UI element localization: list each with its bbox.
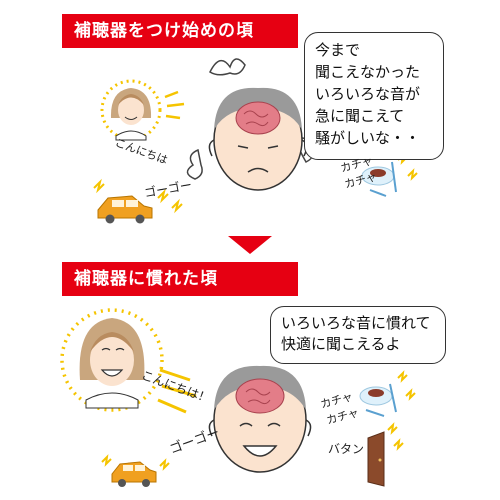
dish-icon-top xyxy=(361,161,397,197)
speech-line: 快適に聞こえるよ xyxy=(281,335,401,353)
car-icon-top xyxy=(97,195,153,224)
speech-line: 騒がしいな・・ xyxy=(315,129,421,147)
woman-icon-top xyxy=(100,79,162,141)
panel-before-title: 補聴器をつけ始めの頃 xyxy=(62,14,298,48)
man-icon-top xyxy=(186,58,314,191)
voice-lines-top xyxy=(164,90,185,120)
door-icon xyxy=(367,431,385,487)
speech-bubble-before: 今まで 聞こえなかった いろいろな音が 急に聞こえて 騒がしいな・・ xyxy=(304,32,444,160)
speech-line: 急に聞こえて xyxy=(315,107,405,125)
car-icon-bottom xyxy=(111,461,157,487)
door-sound-lines xyxy=(387,422,404,451)
door-sound-label: バタン xyxy=(328,442,365,456)
speech-line: いろいろな音が xyxy=(315,85,421,103)
car-sound-lines-bottom xyxy=(101,454,170,471)
dish-sound-lines-bottom xyxy=(397,370,416,401)
down-arrow-icon xyxy=(228,236,272,254)
man-icon-bottom xyxy=(208,365,312,473)
dish-icon-bottom xyxy=(359,383,397,417)
speech-bubble-after: いろいろな音に慣れて 快適に聞こえるよ xyxy=(270,306,446,364)
speech-line: いろいろな音に慣れて xyxy=(281,314,431,332)
woman-icon-bottom xyxy=(60,308,164,412)
speech-line: 今まで xyxy=(315,41,361,59)
voice-lines-bottom xyxy=(157,368,197,414)
panel-after-title: 補聴器に慣れた頃 xyxy=(62,262,298,296)
car-sound-lines-top xyxy=(93,178,183,214)
speech-line: 聞こえなかった xyxy=(315,63,421,81)
